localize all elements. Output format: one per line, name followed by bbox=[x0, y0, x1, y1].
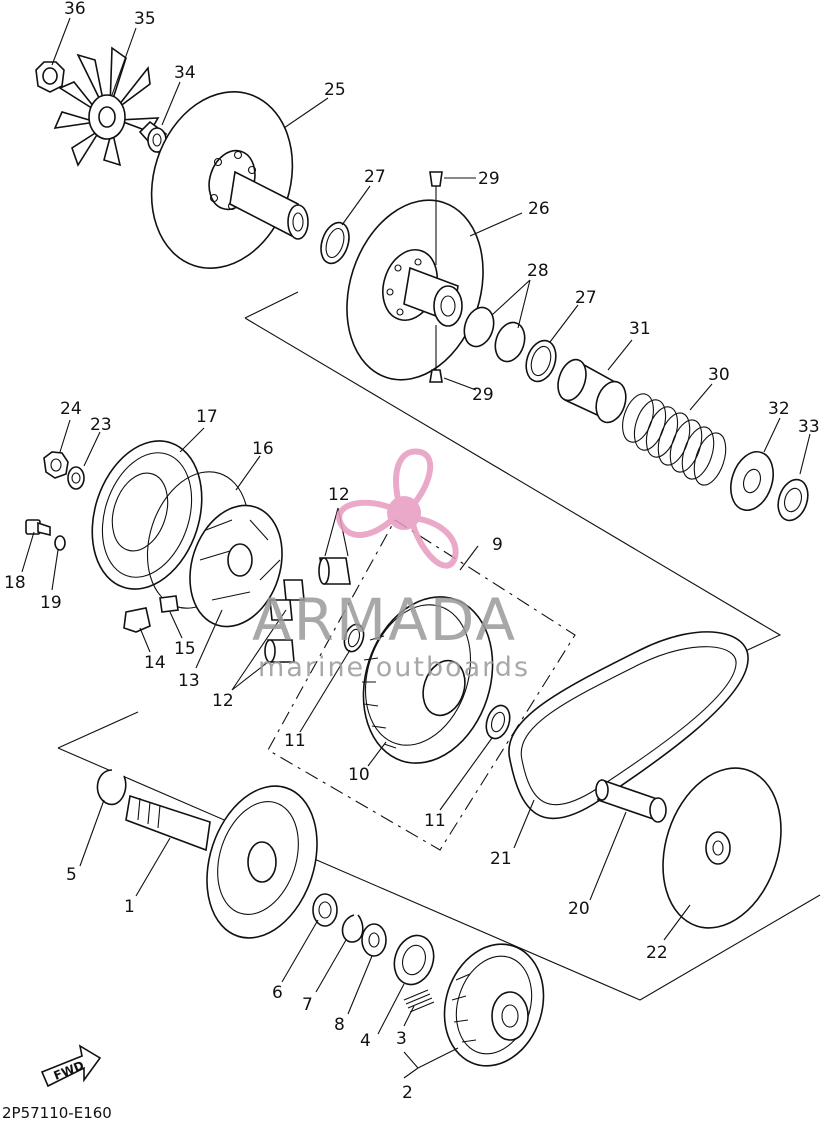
part-10-primary-sliding-sheave bbox=[362, 596, 494, 764]
callout-30: 30 bbox=[708, 365, 730, 385]
callout-6: 6 bbox=[272, 983, 283, 1003]
callout-26: 26 bbox=[528, 199, 550, 219]
callout-29a: 29 bbox=[478, 169, 500, 189]
callout-33: 33 bbox=[798, 417, 820, 437]
callout-1: 1 bbox=[124, 897, 135, 917]
part-8-collar bbox=[361, 923, 387, 957]
part-28-o-rings bbox=[463, 306, 526, 363]
part-19-washer bbox=[54, 535, 66, 551]
callout-3: 3 bbox=[396, 1029, 407, 1049]
callout-12a: 12 bbox=[328, 485, 350, 505]
callout-11a: 11 bbox=[284, 731, 306, 751]
callout-22: 22 bbox=[646, 943, 668, 963]
callout-11b: 11 bbox=[424, 811, 446, 831]
part-12-rollers bbox=[264, 557, 351, 663]
callout-36: 36 bbox=[64, 0, 86, 19]
part-29-guide-pin-upper bbox=[429, 171, 443, 265]
part-32-spring-washer bbox=[730, 451, 774, 511]
watermark-brand: ARMADA bbox=[252, 586, 517, 654]
part-1-clutch-housing-shaft bbox=[125, 785, 318, 939]
part-34-collar bbox=[138, 120, 167, 154]
part-33-end-seal bbox=[777, 478, 809, 522]
part-27-oil-seal-upper bbox=[320, 221, 350, 265]
callout-27a: 27 bbox=[364, 167, 386, 187]
callout-9: 9 bbox=[492, 535, 503, 555]
leader-lines bbox=[21, 17, 811, 1079]
callout-31: 31 bbox=[629, 319, 651, 339]
part-17-cam-plate bbox=[91, 440, 203, 590]
part-2-clutch-carrier bbox=[443, 943, 545, 1067]
part-24-nut bbox=[43, 451, 69, 479]
callout-23: 23 bbox=[90, 415, 112, 435]
part-21-v-belt bbox=[508, 631, 749, 820]
callout-34: 34 bbox=[174, 63, 196, 83]
part-27-oil-seal-lower bbox=[525, 339, 557, 383]
callout-35: 35 bbox=[134, 9, 156, 29]
propeller-logo bbox=[336, 448, 459, 569]
callout-17: 17 bbox=[196, 407, 218, 427]
part-4-one-way-clutch bbox=[393, 934, 435, 986]
callout-5: 5 bbox=[66, 865, 77, 885]
callout-8: 8 bbox=[334, 1015, 345, 1035]
part-13-ramp-plate bbox=[189, 504, 283, 628]
callout-25: 25 bbox=[324, 80, 346, 100]
part-31-spring-seat-sleeve bbox=[557, 358, 627, 424]
callout-12b: 12 bbox=[212, 691, 234, 711]
part-14-slider bbox=[123, 607, 151, 633]
part-30-compression-spring bbox=[622, 393, 727, 486]
part-22-fixed-sheave bbox=[662, 767, 782, 929]
part-29-guide-pin-lower bbox=[429, 325, 443, 383]
callout-32: 32 bbox=[768, 399, 790, 419]
callout-15: 15 bbox=[174, 639, 196, 659]
watermark-tagline: marine outboards bbox=[258, 652, 530, 683]
part-6-bearing bbox=[312, 893, 338, 927]
callout-2: 2 bbox=[402, 1083, 413, 1103]
primary-sheave-group-dashed-outline bbox=[267, 519, 576, 851]
callout-20: 20 bbox=[568, 899, 590, 919]
part-5-circlip bbox=[96, 769, 127, 806]
callout-19: 19 bbox=[40, 593, 62, 613]
armada-watermark: ARMADA marine outboards bbox=[252, 448, 530, 683]
part-23-washer bbox=[67, 466, 85, 490]
callout-29b: 29 bbox=[472, 385, 494, 405]
part-25-fixed-sheave bbox=[150, 91, 309, 269]
callout-27b: 27 bbox=[575, 288, 597, 308]
callout-16: 16 bbox=[252, 439, 274, 459]
callout-18: 18 bbox=[4, 573, 26, 593]
part-11-collar-lower bbox=[485, 704, 511, 740]
part-3-spring bbox=[403, 989, 435, 1013]
callout-7: 7 bbox=[302, 995, 313, 1015]
callout-labels: 36 35 34 25 27 29 26 28 27 31 29 30 32 3… bbox=[4, 0, 820, 1103]
callout-21: 21 bbox=[490, 849, 512, 869]
callout-13: 13 bbox=[178, 671, 200, 691]
callout-28: 28 bbox=[527, 261, 549, 281]
part-20-drive-shaft bbox=[595, 778, 667, 823]
part-18-bolt bbox=[25, 519, 51, 537]
fwd-arrow-icon: FWD bbox=[40, 1044, 102, 1088]
part-7-circlip bbox=[341, 914, 364, 943]
diagram-code: 2P57110-E160 bbox=[2, 1104, 112, 1122]
callout-4: 4 bbox=[360, 1031, 371, 1051]
callout-14: 14 bbox=[144, 653, 166, 673]
part-26-sliding-sheave bbox=[346, 199, 484, 381]
part-35-cooling-fan bbox=[53, 46, 160, 167]
part-15-slider bbox=[159, 595, 179, 613]
part-11-collar-upper bbox=[343, 623, 365, 653]
part-36-nut bbox=[35, 61, 65, 93]
callout-10: 10 bbox=[348, 765, 370, 785]
callout-24: 24 bbox=[60, 399, 82, 419]
